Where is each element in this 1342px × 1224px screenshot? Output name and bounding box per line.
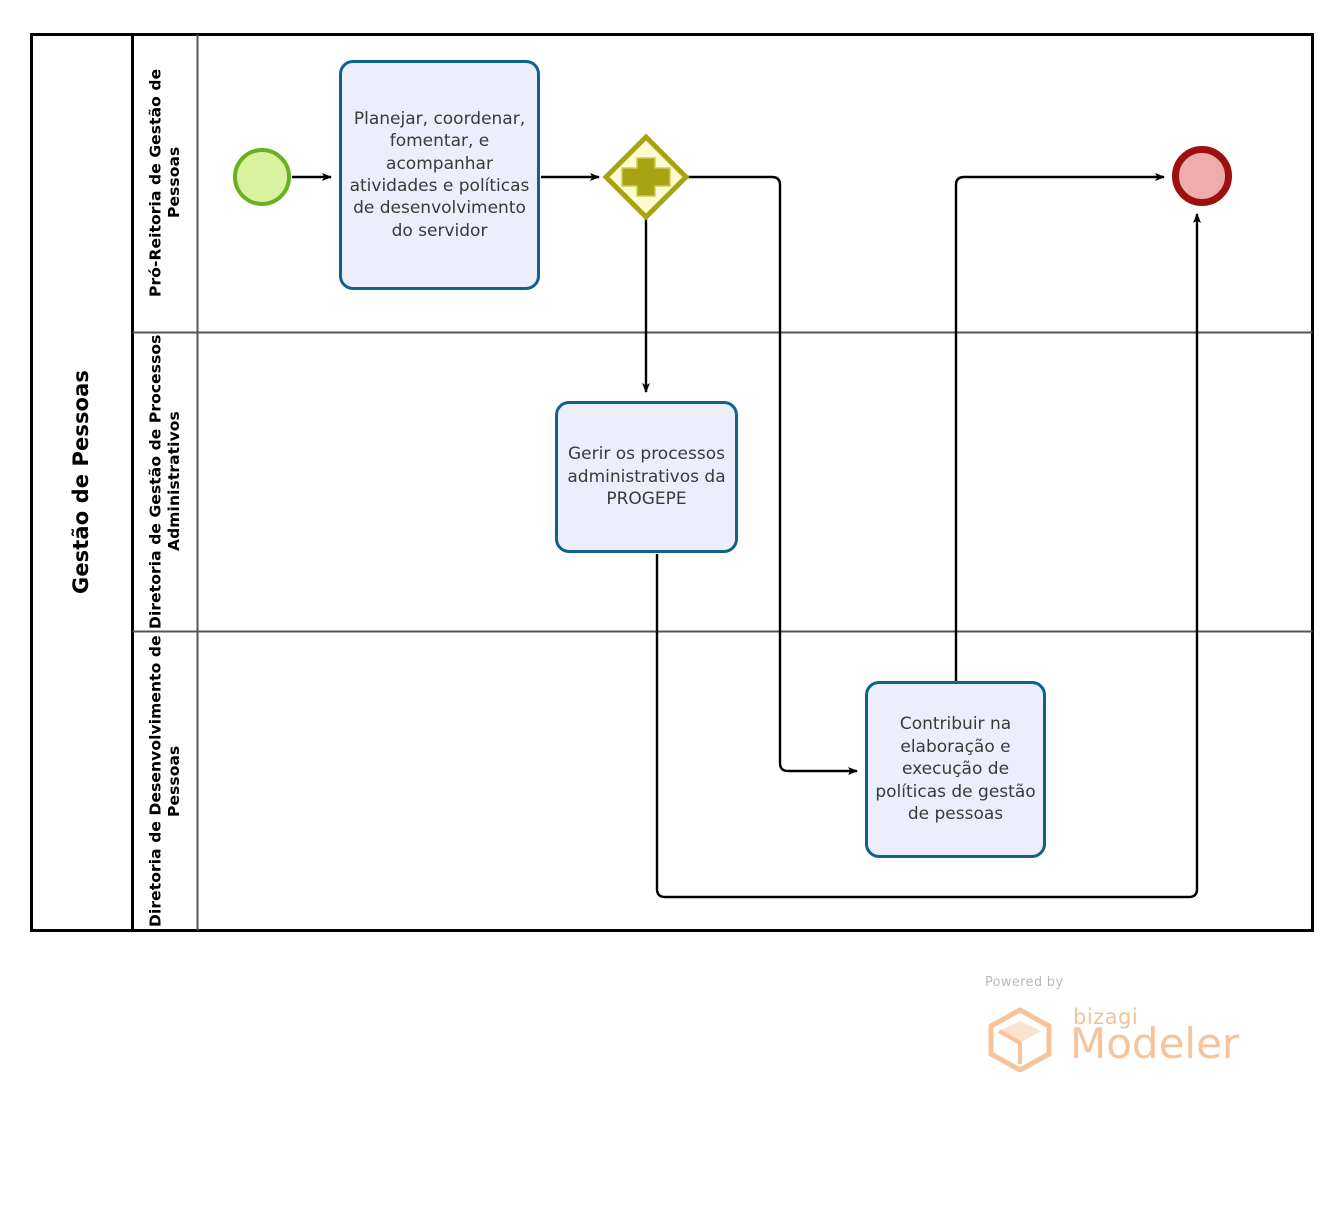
flow-gateway-contribuir — [687, 175, 858, 775]
flow-gerir-end — [655, 213, 1201, 899]
flow-contribuir-end — [954, 173, 1165, 681]
end-event[interactable] — [1172, 146, 1232, 206]
lane-label-pro-reitoria: Pró-Reitoria de Gestão de Pessoas — [146, 68, 183, 297]
sequence-flows — [292, 173, 1201, 899]
task-contribuir-politicas[interactable]: Contribuir na elaboração e execução de p… — [865, 681, 1046, 858]
plus-icon — [621, 157, 671, 197]
pool-label: Gestão de Pessoas — [69, 370, 94, 594]
gateway-parallel-shape[interactable] — [602, 133, 690, 221]
start-event[interactable] — [233, 148, 291, 206]
bizagi-hexagon-icon — [988, 1007, 1052, 1072]
task-planejar-coordenar[interactable]: Planejar, coordenar, fomentar, e acompan… — [339, 60, 540, 290]
lane-label-gestao-processos: Diretoria de Gestão de Processos Adminis… — [146, 334, 183, 629]
pool-frame — [30, 33, 1314, 932]
powered-by-label: Powered by — [985, 975, 1064, 990]
task-gerir-processos[interactable]: Gerir os processos administrativos da PR… — [555, 401, 738, 553]
bizagi-watermark: Powered by bizagi Modeler — [985, 975, 1245, 1075]
bizagi-brand-label: bizagi — [1073, 1005, 1139, 1029]
bizagi-modeler-label: Modeler — [1070, 1019, 1240, 1068]
lane-label-desenvolvimento-pessoas: Diretoria de Desenvolvimento de Pessoas — [146, 635, 183, 927]
